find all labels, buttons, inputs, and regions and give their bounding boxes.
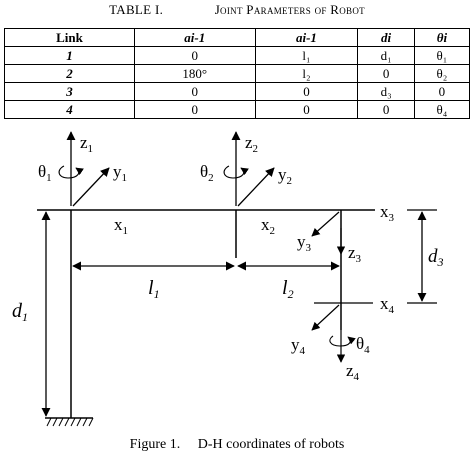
x1-label: x1: [114, 215, 128, 237]
theta4-rotation-arrow: [329, 335, 356, 347]
figure-caption-title: D-H coordinates of robots: [197, 437, 345, 452]
table-caption: TABLE I. Joint Parameters of Robot: [0, 0, 474, 22]
l1-label: l1: [148, 277, 160, 301]
z1-label: z1: [80, 133, 93, 155]
cell-d: 0: [357, 100, 415, 119]
theta2-rotation-arrow: [223, 165, 249, 179]
d3-label: d3: [428, 246, 444, 269]
x2-label: x2: [261, 215, 275, 237]
theta1-rotation-arrow: [58, 165, 84, 179]
x3-label: x3: [380, 202, 395, 224]
base-ground: [45, 417, 94, 427]
cell-theta: θ₄: [413, 100, 471, 119]
cell-link: 4: [3, 100, 136, 119]
table-caption-title: Joint Parameters of Robot: [214, 2, 365, 17]
d1-label: d1: [12, 300, 28, 324]
l2-label: l2: [282, 277, 294, 301]
y2-label: y2: [278, 165, 292, 187]
y2-axis-arrow: [237, 167, 275, 207]
y3-axis-arrow: [311, 211, 340, 237]
x4-label: x4: [380, 294, 395, 316]
theta1-label: θ1: [38, 162, 52, 184]
cell-a: 0: [254, 100, 359, 119]
y4-axis-arrow: [311, 304, 340, 331]
joint-parameters-table: Link ai-1 ai-1 di θi 1 0 l₁ d₁ θ₁ 2 180°…: [3, 28, 471, 119]
y4-label: y4: [291, 335, 306, 357]
y1-axis-arrow: [72, 167, 110, 207]
figure-caption-number: Figure 1.: [129, 437, 181, 452]
theta2-label: θ2: [200, 162, 214, 184]
y3-label: y3: [297, 232, 312, 254]
y1-label: y1: [113, 162, 127, 184]
table-row: 3 0 0 d₃ 0: [3, 82, 471, 101]
table-caption-number: TABLE I.: [109, 2, 164, 17]
cell-alpha: 0: [134, 100, 256, 119]
z2-label: z2: [245, 133, 258, 155]
z4-label: z4: [346, 361, 360, 383]
table-row: 1 0 l₁ d₁ θ₁: [3, 46, 471, 65]
table-row: 4 0 0 0 θ₄: [3, 100, 471, 119]
theta4-label: θ4: [356, 334, 370, 356]
figure-caption: Figure 1. D-H coordinates of robots: [0, 436, 474, 455]
z3-label: z3: [348, 243, 362, 265]
